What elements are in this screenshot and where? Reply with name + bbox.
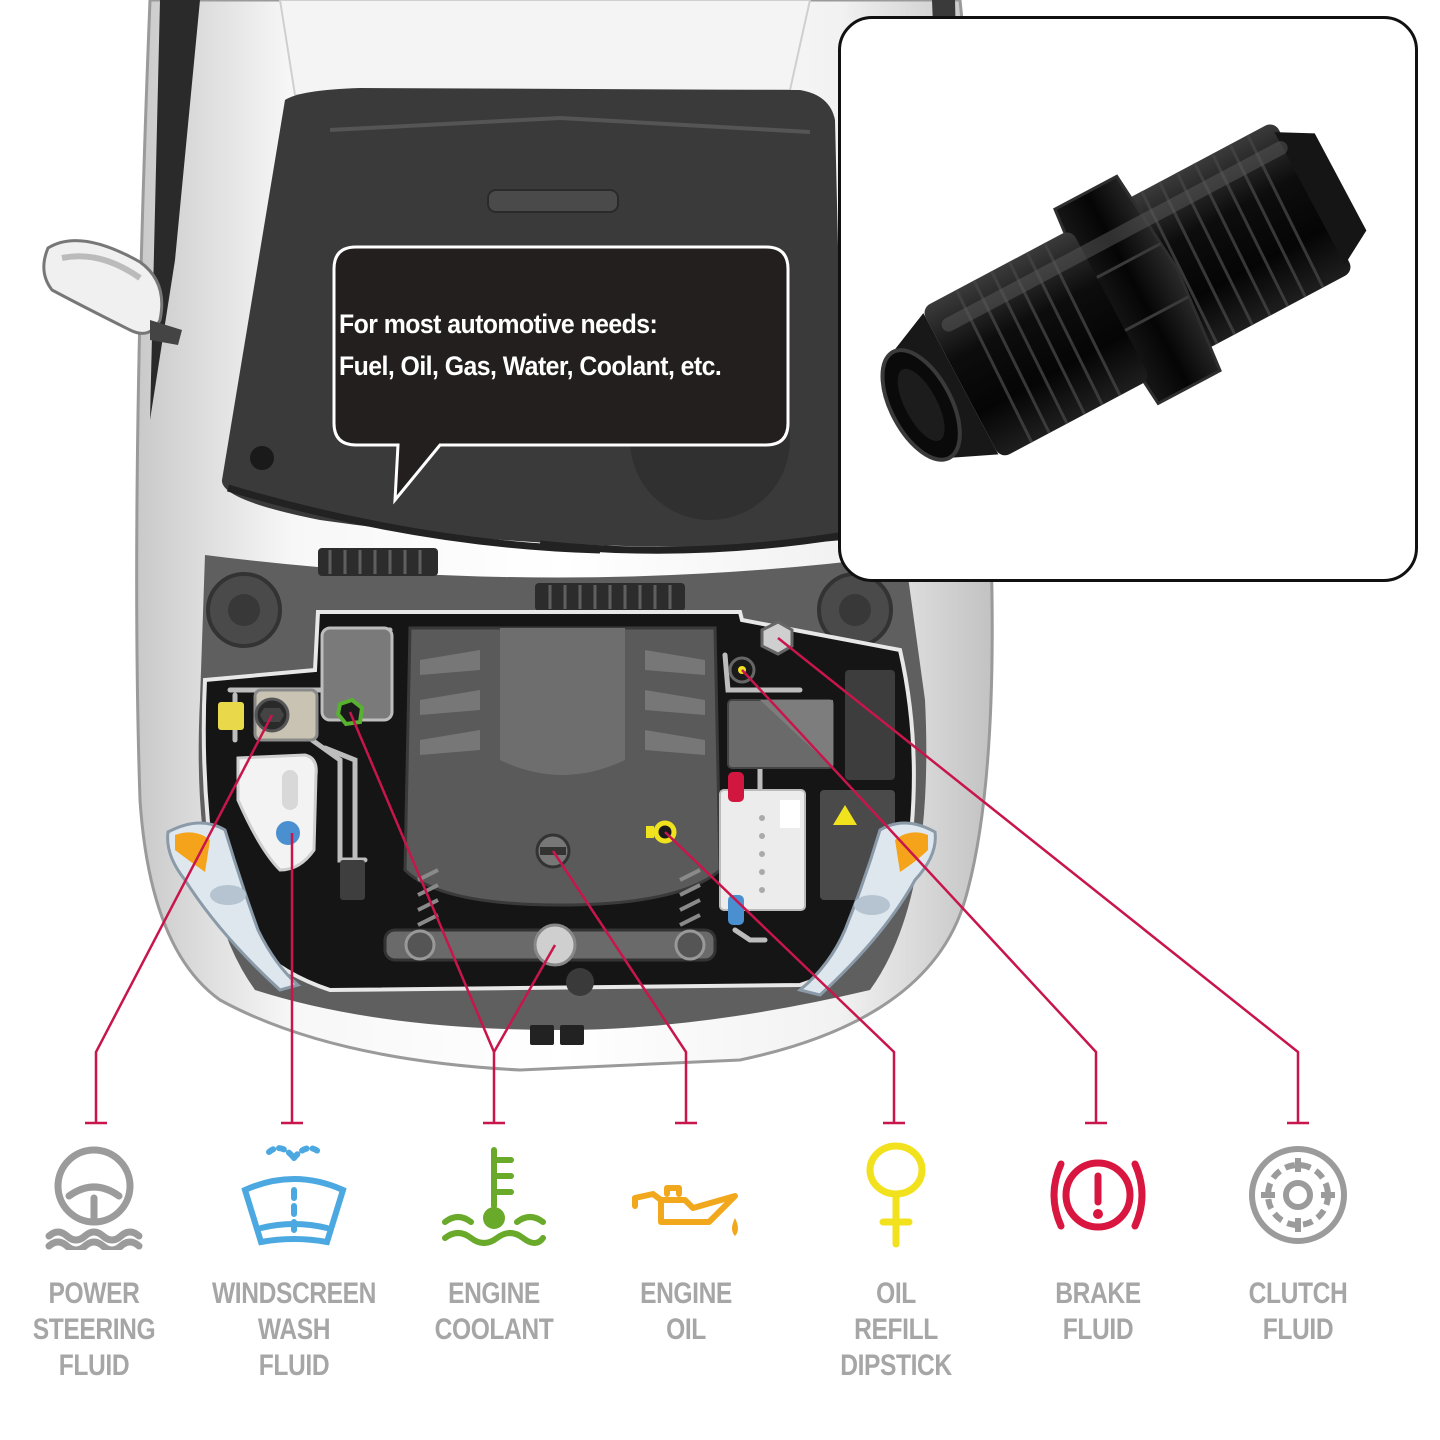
legend-engine-oil: ENGINE OIL — [586, 1140, 786, 1430]
legend-power-steering: POWER STEERING FLUID — [0, 1140, 194, 1430]
legend-engine-coolant: ENGINE COOLANT — [394, 1140, 594, 1430]
side-mirror — [42, 239, 182, 345]
oil-can-icon — [632, 1185, 738, 1236]
legend-clutch-fluid: CLUTCH FLUID — [1198, 1140, 1398, 1430]
brake-warning-icon — [1050, 1159, 1146, 1231]
windscreen-wash-icon — [241, 1145, 347, 1246]
fitting-inset — [838, 16, 1418, 582]
leader-engine-coolant-2 — [492, 944, 557, 1053]
callout-line-2: Fuel, Oil, Gas, Water, Coolant, etc. — [339, 351, 722, 381]
callout-bubble — [332, 245, 790, 505]
washer-cap — [276, 821, 300, 845]
engine-bay — [201, 610, 916, 996]
leader-clutch-fluid — [777, 637, 1300, 1123]
an-flare-fitting-image — [880, 124, 1367, 462]
clutch-cap — [760, 620, 794, 656]
leader-lines — [85, 637, 1309, 1125]
legend-windscreen-wash: WINDSCREEN WASH FLUID — [194, 1140, 394, 1430]
callout-text: For most automotive needs: Fuel, Oil, Ga… — [333, 247, 788, 445]
leader-oil-dipstick — [664, 831, 896, 1123]
legend-label: WINDSCREEN WASH FLUID — [212, 1277, 377, 1382]
leader-power-steering — [94, 714, 274, 1123]
legend-label: ENGINE COOLANT — [434, 1277, 554, 1346]
front-grille — [530, 1025, 584, 1045]
legend-label: POWER STEERING FLUID — [32, 1277, 156, 1382]
legend-label: ENGINE OIL — [640, 1277, 732, 1346]
thermometer-coolant-icon — [442, 1147, 546, 1246]
headlight-right — [796, 821, 937, 997]
callout-line-1: For most automotive needs: — [339, 309, 658, 339]
legend-label: BRAKE FLUID — [1055, 1277, 1141, 1346]
legend-brake-fluid: BRAKE FLUID — [998, 1140, 1198, 1430]
leader-engine-oil — [551, 850, 688, 1123]
legend-label: OIL REFILL DIPSTICK — [840, 1277, 952, 1382]
legend-label: CLUTCH FLUID — [1248, 1277, 1348, 1346]
clutch-disc-icon — [1249, 1146, 1347, 1244]
leader-brake-fluid — [741, 669, 1098, 1123]
legend-oil-dipstick: OIL REFILL DIPSTICK — [796, 1140, 996, 1430]
steering-wheel-icon — [45, 1146, 143, 1250]
dipstick-icon — [866, 1142, 926, 1248]
